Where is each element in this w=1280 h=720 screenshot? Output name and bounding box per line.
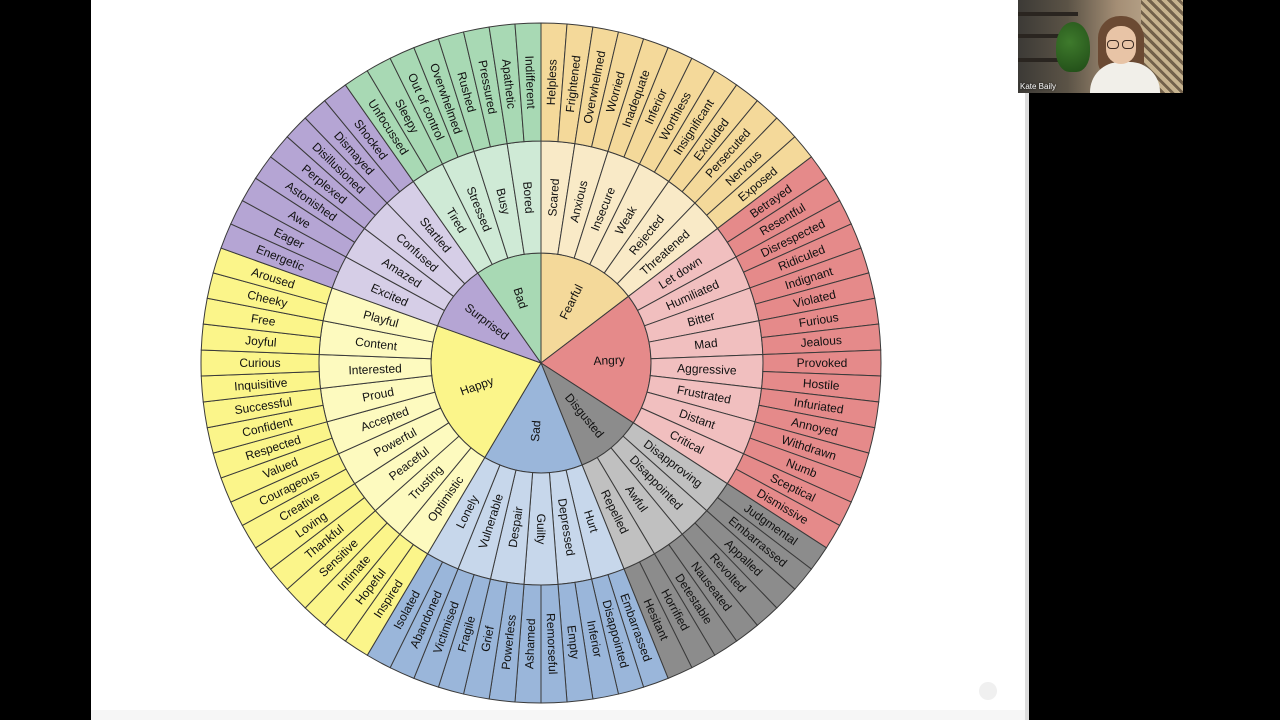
core-label-angry: Angry	[593, 353, 625, 368]
middle-label: Content	[354, 335, 398, 354]
outer-label: Helpless	[544, 59, 560, 106]
bookshelf	[1018, 58, 1078, 62]
outer-label: Frightened	[563, 55, 583, 114]
outer-label: Joyful	[245, 333, 277, 349]
bookshelf	[1018, 34, 1078, 38]
middle-label: Bored	[520, 181, 536, 214]
outer-label: Provoked	[797, 356, 848, 370]
middle-label: Aggressive	[677, 361, 737, 377]
participant-name: Kate Baily	[1020, 82, 1057, 91]
slide-right-edge	[1025, 0, 1029, 720]
glasses-icon	[1107, 40, 1135, 49]
plant	[1056, 22, 1090, 72]
middle-label: Mad	[694, 336, 719, 353]
outer-label: Empty	[564, 624, 582, 659]
outer-label: Inquisitive	[234, 375, 289, 393]
middle-label: Proud	[361, 385, 395, 405]
outer-label: Inferior	[584, 619, 605, 658]
outer-label: Indifferent	[522, 55, 538, 109]
outer-label: Grief	[478, 624, 497, 653]
outer-label: Curious	[239, 356, 280, 370]
middle-label: Despair	[506, 506, 526, 549]
middle-label: Guilty	[534, 514, 548, 545]
middle-label: Interested	[348, 361, 402, 377]
participant-video-tile[interactable]: Kate Baily	[1018, 0, 1183, 93]
outer-label: Apathetic	[499, 58, 519, 109]
bookshelf	[1018, 12, 1078, 16]
outer-wedge	[514, 22, 542, 143]
middle-label: Busy	[493, 187, 513, 216]
outer-label: Jealous	[800, 333, 842, 350]
outer-label: Remorseful	[544, 613, 560, 675]
outer-label: Furious	[798, 310, 840, 330]
outer-label: Free	[250, 311, 277, 329]
core-label-bad: Bad	[511, 286, 531, 311]
faded-circle-button	[979, 682, 997, 700]
core-label-sad: Sad	[528, 420, 544, 442]
middle-label: Hurt	[581, 508, 601, 534]
outer-label: Hostile	[802, 376, 840, 393]
outer-label: Ashamed	[522, 618, 538, 669]
outer-label: Powerless	[499, 614, 519, 671]
faded-bottom-bar	[91, 710, 1025, 720]
middle-label: Scared	[545, 178, 562, 217]
